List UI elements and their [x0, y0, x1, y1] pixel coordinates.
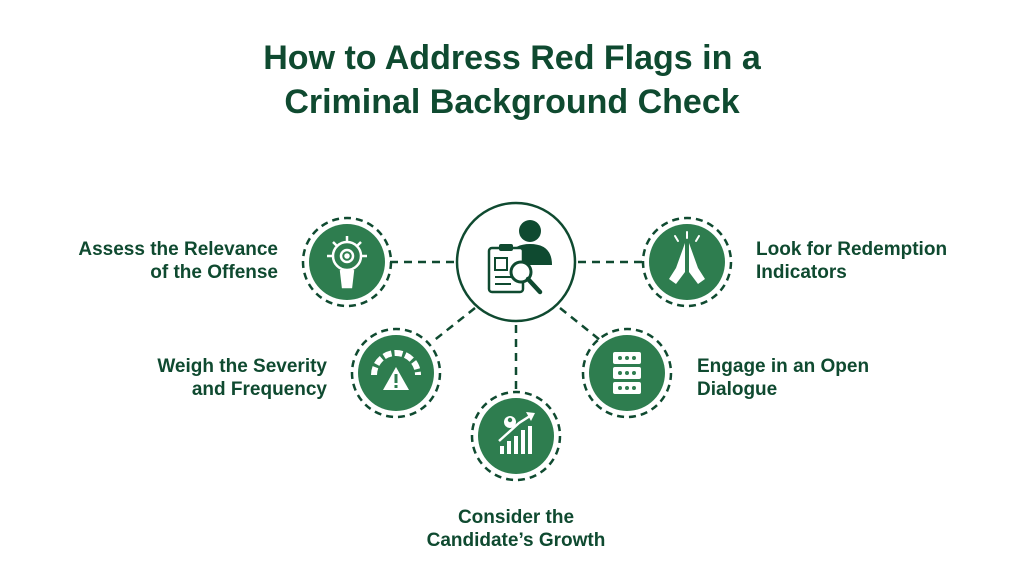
connector-severity [431, 307, 476, 343]
title-line-1: How to Address Red Flags in a [263, 39, 761, 77]
center-node [455, 201, 577, 323]
background-check-person-magnifier-icon [487, 220, 552, 295]
label-severity: Weigh the Severity and Frequency [157, 356, 327, 400]
connector-dialogue [559, 307, 601, 341]
node-dialogue [581, 327, 673, 419]
label-dialogue: Engage in an Open Dialogue [697, 356, 870, 400]
node-growth [470, 390, 562, 482]
page-title: How to Address Red Flags in a Criminal B… [0, 36, 1024, 124]
warning-gauge-icon [371, 350, 421, 390]
label-redemption: Look for Redemption Indicators [756, 239, 948, 283]
connectors [390, 260, 643, 392]
target-gear-icon [327, 236, 367, 289]
title-line-2: Criminal Background Check [284, 83, 740, 121]
node-severity [350, 327, 442, 419]
chat-bubbles-icon [613, 352, 641, 394]
praying-hands-icon [669, 231, 705, 284]
node-relevance [301, 216, 393, 308]
growth-chart-person-icon [498, 412, 535, 454]
node-redemption [641, 216, 733, 308]
label-relevance: Assess the Relevance of the Offense [78, 239, 278, 283]
label-growth: Consider the Candidate’s Growth [426, 507, 606, 551]
